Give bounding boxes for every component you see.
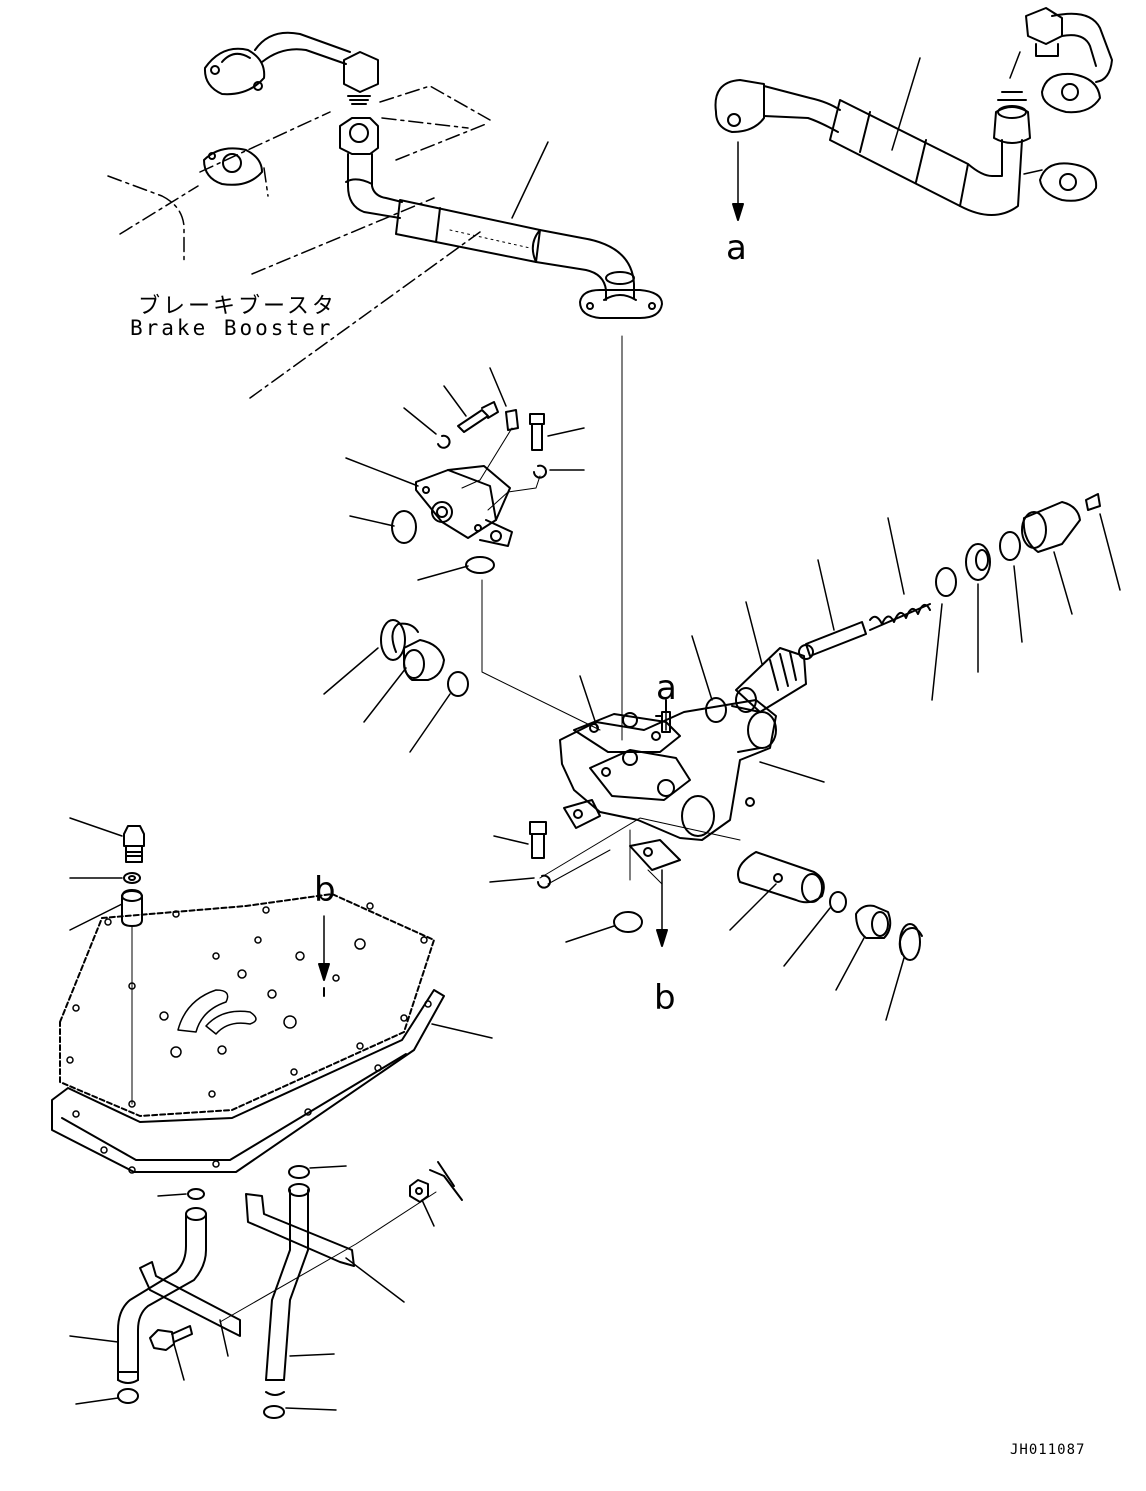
- marker-b-valve: b: [654, 978, 676, 1018]
- valve-cover-assembly: [345, 367, 601, 731]
- spool-spring-stack: [323, 493, 1121, 1021]
- marker-b-plate: b: [314, 870, 336, 910]
- valve-body: [539, 335, 825, 947]
- drawing-code: JH011087: [1010, 1442, 1086, 1458]
- brake-tube-right: [714, 7, 1113, 221]
- marker-a-valve: a: [656, 668, 677, 708]
- brake-booster-label-jp: ブレーキブースタ: [138, 294, 337, 319]
- lower-pipe-assembly: [69, 1161, 463, 1419]
- brake-booster-tube-left: [203, 31, 663, 319]
- brake-booster-outline: [107, 85, 491, 399]
- cover-plate: [51, 893, 493, 1174]
- plate-bolt-stack: [69, 817, 145, 1105]
- marker-a-top: a: [726, 228, 747, 268]
- brake-booster-label-en: Brake Booster: [130, 316, 334, 340]
